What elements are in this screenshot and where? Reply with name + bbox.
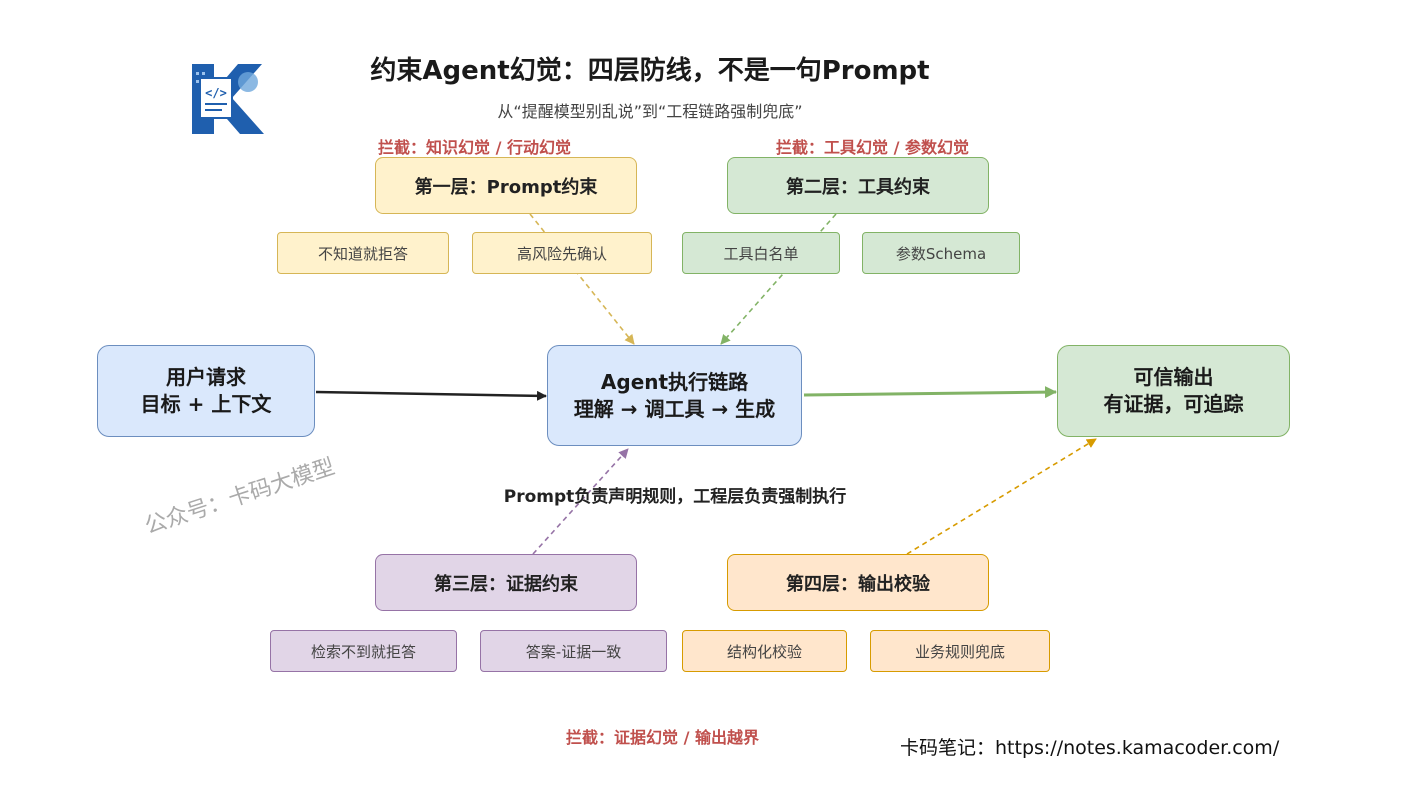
layer-1-prompt-box: 第一层：Prompt约束 <box>375 157 637 214</box>
arrow-request-to-agent <box>315 390 547 401</box>
layer-2-tool-box: 第二层：工具约束 <box>727 157 989 214</box>
principle-note: Prompt负责声明规则，工程层负责强制执行 <box>503 487 847 507</box>
arrow-agent-to-output <box>803 386 1057 399</box>
arrow-layer4-to-output <box>906 438 1097 555</box>
watermark: 公众号：卡码大模型 <box>141 454 338 540</box>
footer-link[interactable]: 卡码笔记：https://notes.kamacoder.com/ <box>900 737 1280 759</box>
intercept-label-bottom: 拦截：证据幻觉 / 输出越界 <box>566 728 759 747</box>
tag-tool-whitelist: 工具白名单 <box>682 232 840 274</box>
layer-4-output-box: 第四层：输出校验 <box>727 554 989 611</box>
layer-3-label: 第三层：证据约束 <box>434 573 578 595</box>
tag-structured-validation: 结构化校验 <box>682 630 847 672</box>
layer-4-label: 第四层：输出校验 <box>786 573 930 595</box>
logo-k-icon: </> <box>192 64 264 134</box>
tag-refuse-no-retrieval: 检索不到就拒答 <box>270 630 457 672</box>
svg-text:</>: </> <box>205 86 227 100</box>
intercept-label-top-left: 拦截：知识幻觉 / 行动幻觉 <box>378 138 571 157</box>
page-subtitle: 从“提醒模型别乱说”到“工程链路强制兜底” <box>497 102 803 121</box>
tag-business-rule-fallback: 业务规则兜底 <box>870 630 1050 672</box>
page-title: 约束Agent幻觉：四层防线，不是一句Prompt <box>370 56 930 86</box>
layer-3-evidence-box: 第三层：证据约束 <box>375 554 637 611</box>
layer-1-label: 第一层：Prompt约束 <box>414 176 598 198</box>
node-agent-chain: Agent执行链路 理解 → 调工具 → 生成 <box>547 345 802 446</box>
layer-2-label: 第二层：工具约束 <box>786 176 930 198</box>
node-user-request: 用户请求 目标 + 上下文 <box>97 345 315 437</box>
tag-confirm-high-risk: 高风险先确认 <box>472 232 652 274</box>
brand-logo: </> <box>192 64 266 134</box>
tag-param-schema: 参数Schema <box>862 232 1020 274</box>
tag-answer-evidence-consistent: 答案-证据一致 <box>480 630 667 672</box>
tag-refuse-unknown: 不知道就拒答 <box>277 232 449 274</box>
node-trusted-output: 可信输出 有证据，可追踪 <box>1057 345 1290 437</box>
intercept-label-top-right: 拦截：工具幻觉 / 参数幻觉 <box>776 138 969 157</box>
